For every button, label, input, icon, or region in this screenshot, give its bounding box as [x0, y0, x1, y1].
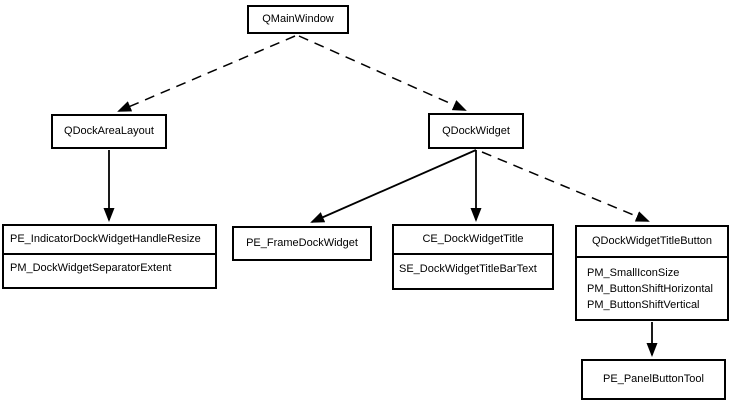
edge-qdockwidget-to-title-button — [481, 151, 650, 222]
edge-qmainwindow-to-qdockwidget — [298, 35, 467, 111]
node-qdockwidget-title: QDockWidget — [442, 124, 510, 137]
node-qdockarealayout-title: QDockAreaLayout — [64, 125, 154, 137]
node-qmainwindow-title: QMainWindow — [262, 13, 334, 25]
node-dock-title-items: SE_DockWidgetTitleBarText — [394, 253, 552, 276]
node-qdockwidget: QDockWidget — [428, 113, 524, 149]
node-frame-dock-title: PE_FrameDockWidget — [246, 237, 358, 249]
node-panel-button-title: PE_PanelButtonTool — [603, 373, 704, 385]
node-title-button-item: PM_ButtonShiftVertical — [587, 299, 700, 311]
node-dock-handle-title: PE_IndicatorDockWidgetHandleResize — [10, 233, 201, 245]
node-dock-handle-items: PM_DockWidgetSeparatorExtent — [4, 253, 215, 275]
edge-qdockwidget-to-frame-dock — [310, 149, 477, 223]
node-qdockarealayout: QDockAreaLayout — [51, 114, 167, 149]
node-dock-title-title: CE_DockWidgetTitle — [422, 233, 524, 245]
node-qmainwindow: QMainWindow — [247, 5, 349, 34]
node-dock-title-item: SE_DockWidgetTitleBarText — [399, 263, 537, 275]
node-dock-handle: PE_IndicatorDockWidgetHandleResize PM_Do… — [2, 224, 217, 289]
node-dock-handle-item: PM_DockWidgetSeparatorExtent — [10, 262, 172, 274]
node-title-button-item: PM_ButtonShiftHorizontal — [587, 283, 713, 295]
node-title-button-item: PM_SmallIconSize — [587, 267, 680, 279]
node-dock-title: CE_DockWidgetTitle SE_DockWidgetTitleBar… — [392, 224, 554, 290]
node-panel-button: PE_PanelButtonTool — [581, 359, 726, 400]
edge-qmainwindow-to-qdockarealayout — [117, 35, 296, 112]
node-title-button: QDockWidgetTitleButton PM_SmallIconSize … — [575, 225, 729, 321]
node-frame-dock: PE_FrameDockWidget — [232, 226, 372, 261]
node-title-button-items: PM_SmallIconSize PM_ButtonShiftHorizonta… — [577, 256, 727, 313]
node-title-button-title: QDockWidgetTitleButton — [591, 235, 713, 247]
